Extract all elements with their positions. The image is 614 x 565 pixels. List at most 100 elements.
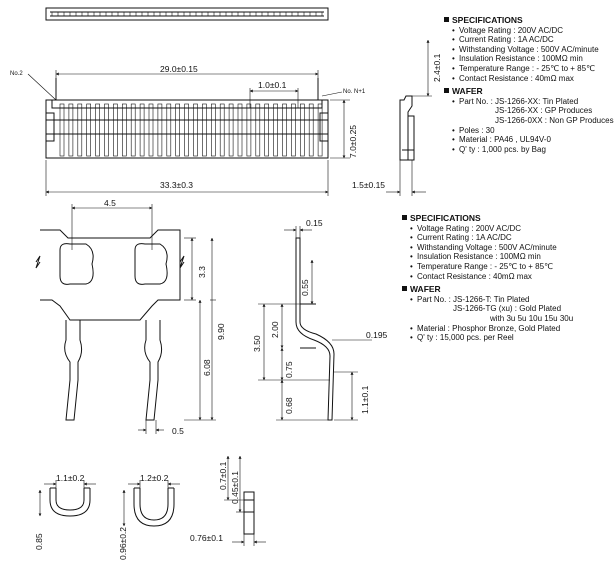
connector-pin xyxy=(113,103,118,157)
dim-3-50: 3.50 xyxy=(252,335,262,352)
dim-0-55: 0.55 xyxy=(300,279,310,296)
connector-pin xyxy=(148,103,154,157)
connector-pin xyxy=(175,103,180,157)
dim-0-68: 0.68 xyxy=(284,397,294,414)
dim-0-75: 0.75 xyxy=(284,361,294,378)
bullet-square-icon xyxy=(444,88,449,94)
section-view-3 xyxy=(243,491,255,535)
spec-top-item: Voltage Rating : 200V AC/DC xyxy=(452,26,614,36)
dim-2-00: 2.00 xyxy=(270,321,280,338)
dim-0-7: 0.7±0.1 xyxy=(218,461,228,490)
connector-pin xyxy=(211,103,216,157)
spec-bottom-item: Insulation Resistance : 100MΩ min xyxy=(410,252,573,262)
connector-pin xyxy=(228,103,234,157)
connector-pin xyxy=(59,103,65,157)
connector-pin xyxy=(130,103,136,157)
wafer-bottom-part: Part No. : JS-1266-T: Tin Plated xyxy=(410,295,573,305)
spec-top-item: Current Rating : 1A AC/DC xyxy=(452,35,614,45)
connector-pin xyxy=(273,103,278,157)
connector-pin xyxy=(246,103,252,157)
dim-7-0: 7.0±0.25 xyxy=(348,125,358,158)
dim-6-08: 6.08 xyxy=(202,359,212,376)
connector-pin xyxy=(95,103,100,157)
connector-pin xyxy=(317,103,323,157)
dim-33-3: 33.3±0.3 xyxy=(160,180,193,190)
connector-pin xyxy=(193,103,198,157)
connector-pin xyxy=(86,103,91,157)
wafer-bottom-list: Part No. : JS-1266-T: Tin Plated JS-1266… xyxy=(402,295,573,343)
spec-top-item: Temperature Range : - 25℃ to + 85℃ xyxy=(452,64,614,74)
spec-top-heading: SPECIFICATIONS xyxy=(452,15,523,25)
dim-1-2-0-2: 1.2±0.2 xyxy=(140,473,169,483)
drawing: No.2 No. N+1 29.0±0.15 1.0±0.1 7.0±0.25 … xyxy=(10,7,442,560)
wafer-bottom-item: Material : Phosphor Bronze, Gold Plated xyxy=(410,324,573,334)
bullet-square-icon xyxy=(402,286,407,292)
wafer-bottom-part-cont2: with 3u 5u 10u 15u 30u xyxy=(490,313,574,323)
connector-pin xyxy=(77,103,83,157)
connector-pin xyxy=(237,103,243,157)
connector-pin xyxy=(166,103,172,157)
dim-0-85: 0.85 xyxy=(34,533,44,550)
wafer-bottom-item: Q' ty : 15,000 pcs. per Reel xyxy=(410,333,573,343)
dim-1-5: 1.5±0.15 xyxy=(352,180,385,190)
spec-bottom-heading: SPECIFICATIONS xyxy=(410,213,481,223)
spec-bottom-item: Current Rating : 1A AC/DC xyxy=(410,233,573,243)
spec-top-item: Contact Resistance : 40mΩ max xyxy=(452,74,614,84)
wafer-top-item: Q' ty : 1,000 pcs. by Bag xyxy=(452,145,614,155)
connector-pin xyxy=(255,103,261,157)
dim-0-195: 0.195 xyxy=(366,330,388,340)
bullet-square-icon xyxy=(402,215,407,220)
connector-pin xyxy=(308,103,314,157)
dim-0-76: 0.76±0.1 xyxy=(190,533,223,543)
non1-leader xyxy=(321,91,343,97)
wafer-top-heading: WAFER xyxy=(452,86,483,97)
connector-pin xyxy=(104,103,109,157)
spec-block-top: SPECIFICATIONS Voltage Rating : 200V AC/… xyxy=(444,15,614,155)
connector-pin xyxy=(291,103,296,157)
wafer-top-list: Part No. : JS-1266-XX: Tin Plated JS-126… xyxy=(444,97,614,155)
dim-3-3: 3.3 xyxy=(197,266,207,278)
no2-label: No.2 xyxy=(10,71,23,77)
spec-top-item: Insulation Resistance : 100MΩ min xyxy=(452,54,614,64)
wafer-top-item: Material : PA46 , UL94V-0 xyxy=(452,135,614,145)
dim-1-1: 1.1±0.1 xyxy=(360,385,370,414)
section-view-1 xyxy=(49,487,91,517)
non1-label: No. N+1 xyxy=(343,89,366,95)
wafer-bottom-heading: WAFER xyxy=(410,284,441,295)
connector-pin xyxy=(264,103,270,157)
bullet-square-icon xyxy=(444,17,449,22)
dim-0-96: 0.96±0.2 xyxy=(118,527,128,560)
dim-1-1-0-2: 1.1±0.2 xyxy=(56,473,85,483)
dim-0-5: 0.5 xyxy=(172,426,184,436)
connector-pin xyxy=(299,103,305,157)
spec-bottom-item: Temperature Range : - 25℃ to + 85℃ xyxy=(410,262,573,272)
dim-0-15: 0.15 xyxy=(306,218,323,228)
connector-pin xyxy=(184,103,189,157)
no2-leader xyxy=(27,73,57,101)
connector-side-view xyxy=(399,95,415,161)
dim-4-5: 4.5 xyxy=(104,198,116,208)
dim-1-0: 1.0±0.1 xyxy=(258,80,287,90)
dim-2-4: 2.4±0.1 xyxy=(432,53,442,82)
connector-pin xyxy=(202,103,207,157)
dim-0-45: 0.45±0.1 xyxy=(230,471,240,504)
spec-bottom-item: Voltage Rating : 200V AC/DC xyxy=(410,224,573,234)
connector-pin xyxy=(282,103,287,157)
spec-bottom-list: Voltage Rating : 200V AC/DC Current Rati… xyxy=(402,224,573,282)
wafer-top-item: Poles : 30 xyxy=(452,126,614,136)
connector-top-strip xyxy=(45,7,329,21)
terminal-strip xyxy=(35,229,185,421)
connector-pin xyxy=(68,103,74,157)
section-view-2 xyxy=(133,487,175,527)
terminal-side-profile xyxy=(295,237,335,421)
wafer-top-part-cont: JS-1266-0XX : Non GP Produces xyxy=(495,115,614,125)
connector-pin xyxy=(219,103,225,157)
wafer-bottom-part-cont: JS-1266-TG (xu) : Gold Plated xyxy=(453,304,562,314)
spec-bottom-item: Withstanding Voltage : 500V AC/minute xyxy=(410,243,573,253)
dim-9-90: 9.90 xyxy=(216,323,226,340)
spec-top-list: Voltage Rating : 200V AC/DC Current Rati… xyxy=(444,26,614,84)
spec-top-item: Withstanding Voltage : 500V AC/minute xyxy=(452,45,614,55)
connector-pin xyxy=(139,103,145,157)
connector-front-view xyxy=(45,78,329,159)
connector-pin xyxy=(122,103,127,157)
